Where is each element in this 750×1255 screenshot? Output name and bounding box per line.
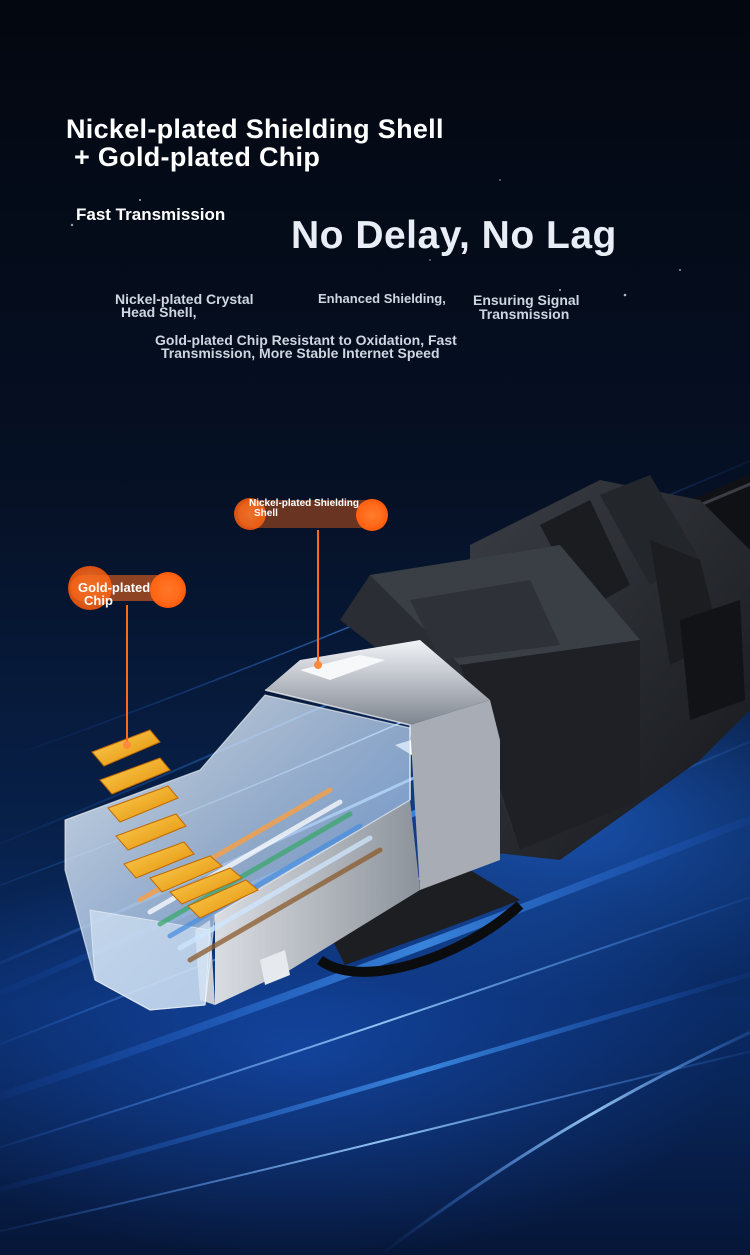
callout-shell-label-line-2: Shell bbox=[254, 508, 278, 519]
callout-chip-label-line-2: Chip bbox=[84, 593, 113, 608]
feature-crystal-line-1: Nickel-plated Crystal bbox=[115, 291, 254, 307]
headline-line-1: Nickel-plated Shielding Shell bbox=[66, 114, 444, 144]
feature-chip-line-2: Transmission, More Stable Internet Speed bbox=[161, 345, 440, 361]
headline-line-2: + Gold-plated Chip bbox=[74, 142, 321, 172]
tagline-big: No Delay, No Lag bbox=[291, 214, 617, 257]
starfield bbox=[70, 179, 681, 297]
tagline-small: Fast Transmission bbox=[76, 205, 226, 224]
callout-gold-chip bbox=[68, 566, 186, 749]
feature-signal-line-1: Ensuring Signal bbox=[473, 292, 580, 308]
callout-shielding-shell bbox=[234, 498, 388, 669]
callout-chip-label-line-1: Gold-plated bbox=[78, 580, 151, 595]
feature-chip-line-1: Gold-plated Chip Resistant to Oxidation,… bbox=[155, 332, 457, 348]
nickel-shielding-shell bbox=[195, 640, 500, 1005]
feature-signal-line-2: Transmission bbox=[479, 306, 570, 322]
connector-housing bbox=[340, 545, 640, 850]
feature-shielding: Enhanced Shielding, bbox=[318, 291, 446, 306]
feature-crystal-line-2: Head Shell, bbox=[121, 304, 197, 320]
crystal-head bbox=[64, 694, 411, 1011]
callout-shell-label-line-1: Nickel-plated Shielding bbox=[249, 498, 360, 509]
gold-plated-contacts bbox=[91, 729, 259, 919]
